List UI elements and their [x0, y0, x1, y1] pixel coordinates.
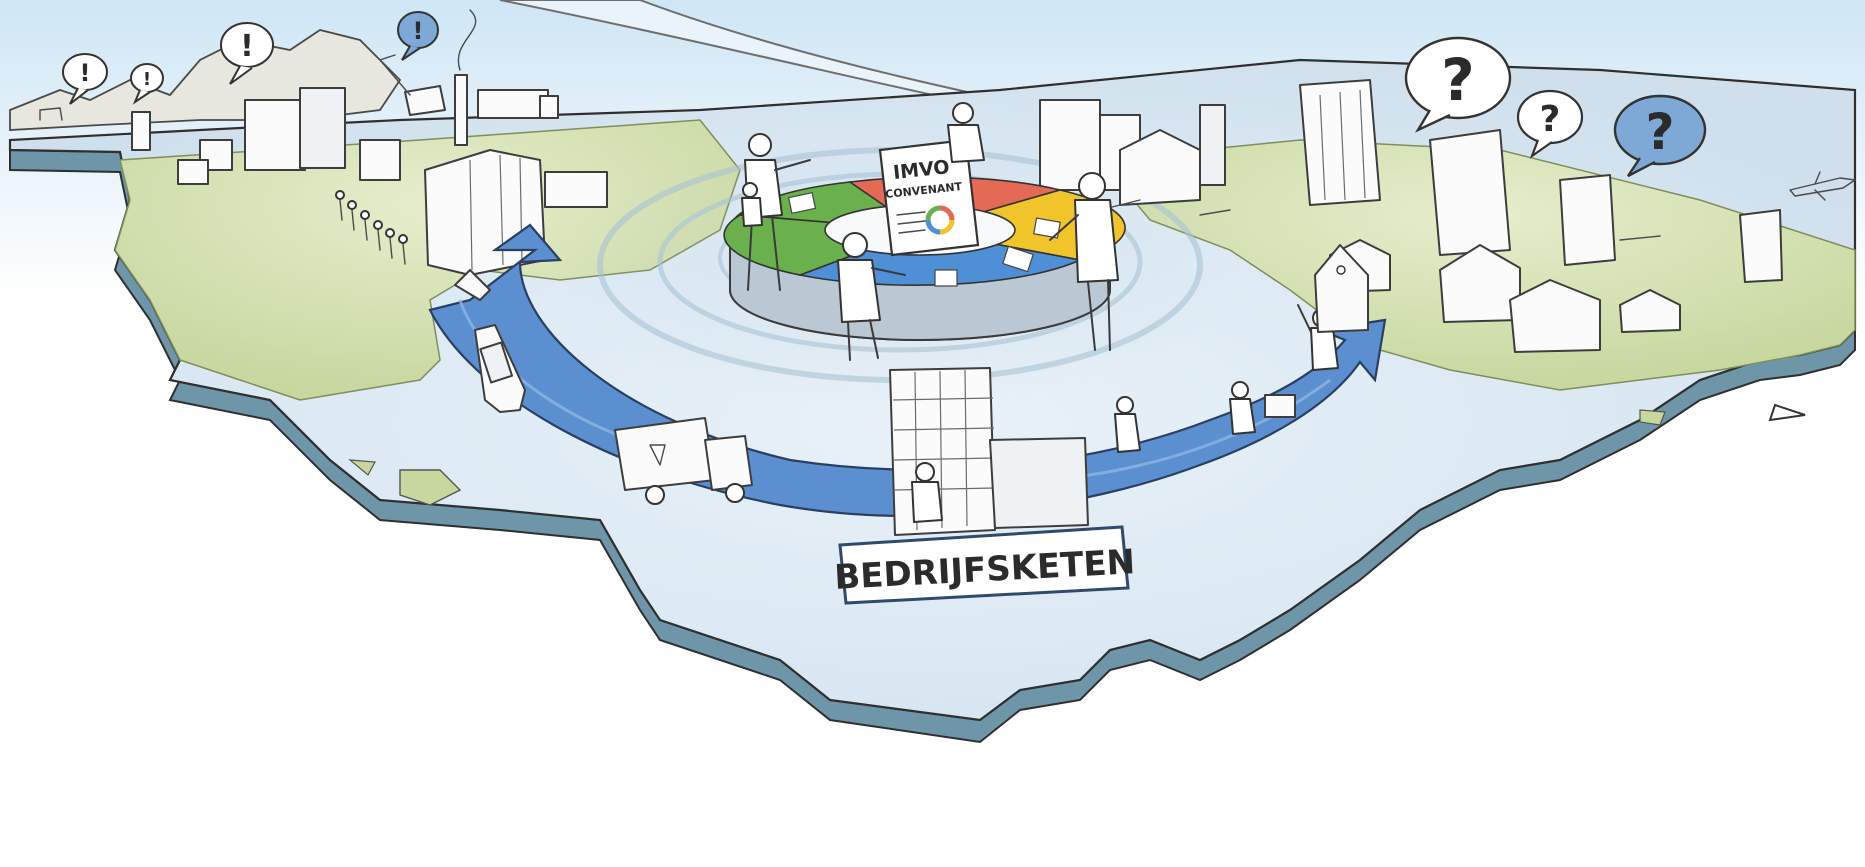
person-front	[837, 232, 906, 361]
person-back	[947, 102, 985, 163]
question-bubbles: ? ? ?	[1404, 36, 1707, 178]
excavator	[379, 54, 446, 116]
exclamation-text-2: !	[143, 69, 151, 90]
person-right	[1049, 172, 1119, 351]
chain-items	[454, 244, 1369, 536]
question-text-1: ?	[1441, 46, 1475, 114]
question-bubble-3: ?	[1613, 94, 1707, 178]
ship	[474, 324, 526, 413]
exclamation-bubble-4: !	[397, 11, 439, 61]
question-text-2: ?	[1540, 99, 1561, 140]
exclamation-bubble-3: !	[220, 22, 274, 85]
people-queue	[335, 190, 408, 265]
exclamation-bubbles: ! ! ! !	[62, 11, 439, 105]
exclamation-bubble-1: !	[62, 53, 108, 105]
chain-banner: BEDRIJFSKETEN	[833, 525, 1136, 605]
office-building	[889, 367, 1089, 536]
factory-chimney	[454, 269, 491, 301]
airplane	[1789, 171, 1856, 201]
stakeholders	[741, 102, 1119, 361]
question-bubble-2: ?	[1516, 89, 1584, 159]
house	[1314, 244, 1369, 333]
city-skyline	[1039, 79, 1856, 353]
truck-top	[477, 89, 559, 119]
covenant-sign: IMVO CONVENANT	[878, 138, 980, 257]
small-flag-icon	[1768, 403, 1806, 422]
exclamation-text-3: !	[240, 29, 254, 64]
delivery-truck	[614, 417, 753, 505]
question-bubble-1: ?	[1404, 36, 1512, 133]
exclamation-bubble-2: !	[130, 63, 164, 105]
question-text-3: ?	[1645, 103, 1674, 161]
person-small-left	[741, 182, 763, 227]
exclamation-text-1: !	[80, 59, 91, 87]
exclamation-text-4: !	[413, 17, 424, 45]
